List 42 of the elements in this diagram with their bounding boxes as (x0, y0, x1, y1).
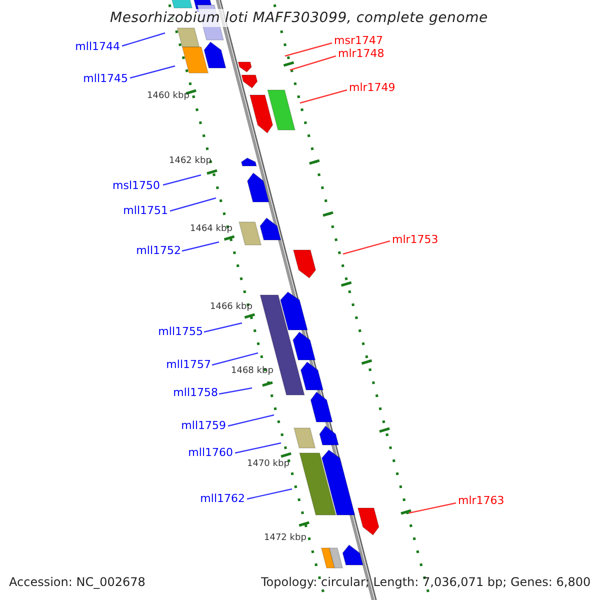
gene-label: mll1758 (173, 386, 218, 399)
leader-line (182, 241, 220, 252)
leader-line (122, 32, 166, 47)
tick-label: 1462 kbp (169, 156, 212, 167)
leader-line (284, 42, 332, 57)
gene-label: mll1762 (200, 492, 245, 505)
genome-info-text: Topology: circular; Length: 7,036,071 bp; Genes: 6,800 (261, 575, 591, 589)
gene-label: mll1752 (136, 244, 181, 257)
gene-label: msr1747 (334, 34, 383, 47)
leader-line (300, 89, 348, 104)
gene-label: mll1757 (166, 358, 211, 371)
leader-line (204, 322, 242, 333)
tick-label: 1464 kbp (190, 224, 232, 235)
gene-label: mlr1763 (458, 494, 504, 507)
gene-label: mll1755 (158, 325, 203, 338)
leader-line (162, 174, 202, 186)
leader-line (212, 352, 258, 366)
leader-line (290, 55, 336, 71)
gene-label: mlr1749 (349, 81, 396, 94)
leader-line (234, 442, 282, 454)
gene-label: msl1750 (112, 179, 160, 192)
gene-label: mll1744 (75, 40, 120, 53)
gene-label: mll1745 (83, 72, 128, 85)
leader-line (130, 65, 176, 79)
tick-label: 1472 kbp (264, 533, 306, 544)
tick-label: 1466 kbp (210, 302, 252, 313)
tick-label: 1468 kbp (231, 366, 274, 377)
title: Mesorhizobium loti MAFF303099, complete genome (110, 9, 488, 27)
gene-label: mll1751 (123, 204, 168, 217)
gene-label: mll1759 (181, 419, 226, 432)
leader-line (246, 488, 292, 500)
leader-line (408, 502, 456, 514)
accession-text: Accession: NC_002678 (9, 575, 146, 589)
leader-line (218, 387, 252, 395)
gene-label: mlr1753 (392, 233, 438, 246)
leader-line (342, 240, 390, 255)
tick-label: 1470 kbp (247, 459, 290, 470)
gene-label: mll1760 (188, 446, 233, 459)
leader-line (228, 414, 274, 427)
gene-label: mlr1748 (338, 47, 384, 60)
leader-line (170, 197, 216, 212)
tick-label: 1460 kbp (147, 91, 190, 102)
